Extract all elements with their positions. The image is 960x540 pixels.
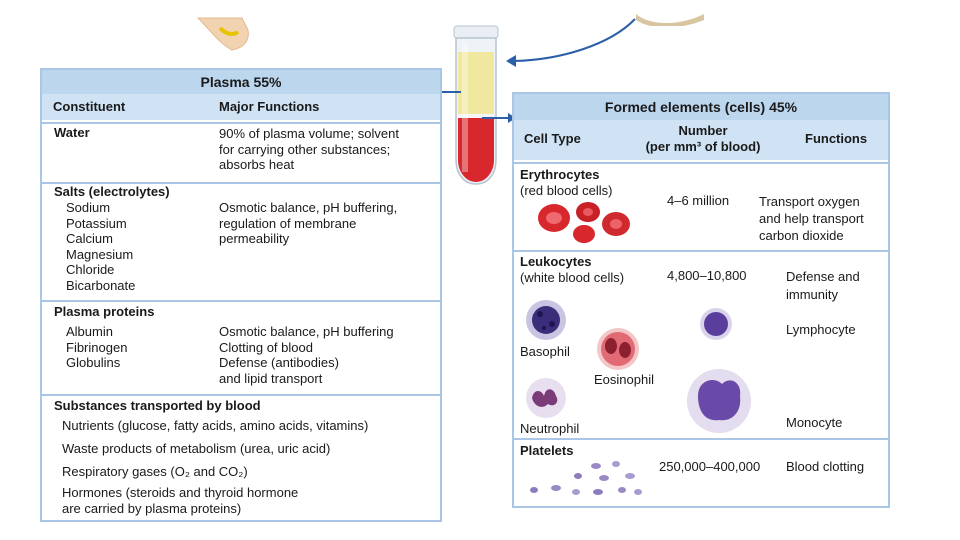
formed-divider: [514, 162, 888, 164]
col-constituent: Constituent: [53, 99, 126, 114]
formed-title: Formed elements (cells) 45%: [514, 94, 888, 120]
substances-transported: Substances transported by blood: [54, 398, 261, 413]
basophil-image: [526, 300, 566, 340]
centrifuge-illustration: [636, 14, 704, 26]
col-functions: Functions: [805, 131, 868, 146]
platelets-number: 250,000–400,000: [659, 459, 761, 474]
monocyte-label: Monocyte: [786, 415, 843, 430]
leukocytes-sub: (white blood cells): [520, 270, 625, 285]
erythrocytes-functions: Transport oxygen and help transport carb…: [759, 194, 864, 243]
col-number: Number (per mm³ of blood): [645, 123, 761, 154]
proteins-functions: Osmotic balance, pH buffering Clotting o…: [219, 324, 394, 386]
substances-gases: Respiratory gases (O₂ and CO₂): [62, 464, 248, 479]
col-major-functions: Major Functions: [219, 99, 320, 114]
basophil-label: Basophil: [520, 344, 570, 359]
substances-nutrients: Nutrients (glucose, fatty acids, amino a…: [62, 418, 369, 433]
salts-items: Sodium Potassium Calcium Magnesium Chlor…: [66, 200, 136, 293]
erythrocytes-number: 4–6 million: [667, 193, 730, 208]
neutrophil-image: [526, 378, 566, 418]
test-tube-illustration: [453, 25, 499, 185]
neutrophil-label: Neutrophil: [520, 421, 580, 436]
erythrocytes-sub: (red blood cells): [520, 183, 613, 198]
constituent-plasma-proteins: Plasma proteins: [54, 304, 155, 319]
formed-elements-table: Formed elements (cells) 45% Cell Type Nu…: [512, 92, 890, 508]
lymphocyte-label: Lymphocyte: [786, 322, 856, 337]
eosinophil-label: Eosinophil: [594, 372, 654, 387]
plasma-divider: [42, 394, 440, 396]
formed-divider: [514, 438, 888, 440]
proteins-items: Albumin Fibrinogen Globulins: [66, 324, 128, 370]
formed-header-row: Cell Type Number (per mm³ of blood) Func…: [514, 120, 888, 160]
plasma-divider: [42, 182, 440, 184]
eosinophil-image: [597, 328, 639, 370]
platelets-label: Platelets: [520, 443, 574, 458]
leukocytes-label: Leukocytes: [520, 254, 592, 269]
hand-illustration: [196, 17, 249, 51]
substances-waste: Waste products of metabolism (urea, uric…: [62, 441, 331, 456]
platelets-functions: Blood clotting: [786, 459, 865, 474]
erythrocytes-label: Erythrocytes: [520, 167, 600, 182]
plasma-header-row: Constituent Major Functions: [42, 94, 440, 120]
constituent-salts: Salts (electrolytes): [54, 184, 170, 199]
red-blood-cells-image: [538, 202, 630, 243]
arrow-from-centrifuge: [506, 18, 636, 67]
water-functions: 90% of plasma volume; solvent for carryi…: [219, 126, 399, 172]
leukocytes-number: 4,800–10,800: [667, 268, 747, 283]
plasma-table: Plasma 55% Constituent Major Functions W…: [40, 68, 442, 522]
plasma-divider: [42, 122, 440, 124]
plasma-divider: [42, 300, 440, 302]
substances-hormones: Hormones (steroids and thyroid hormone a…: [62, 485, 299, 516]
constituent-water: Water: [54, 125, 90, 140]
plasma-title: Plasma 55%: [42, 70, 440, 94]
platelets-image: [530, 461, 642, 495]
salts-functions: Osmotic balance, pH buffering, regulatio…: [219, 200, 398, 246]
lymphocyte-image: [700, 308, 732, 340]
formed-divider: [514, 250, 888, 252]
monocyte-image: [687, 369, 751, 433]
leukocytes-functions: Defense and immunity: [786, 269, 860, 302]
col-cell-type: Cell Type: [524, 131, 581, 146]
